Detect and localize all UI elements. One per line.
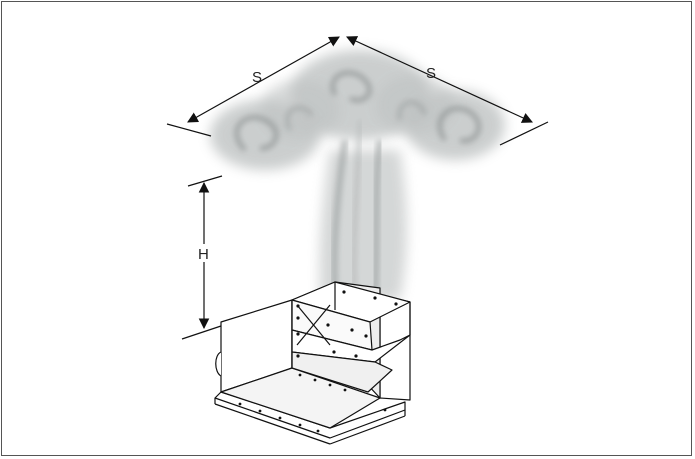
height-label: H (198, 246, 209, 263)
height-dimension: H (181, 175, 225, 340)
spread-dimension-right: S (346, 36, 549, 146)
spread-label-left: S (252, 69, 262, 86)
spread-label-right: S (426, 65, 436, 82)
air-plume (210, 50, 505, 301)
spread-dimension-left: S (166, 36, 340, 137)
air-handling-unit (214, 281, 411, 445)
